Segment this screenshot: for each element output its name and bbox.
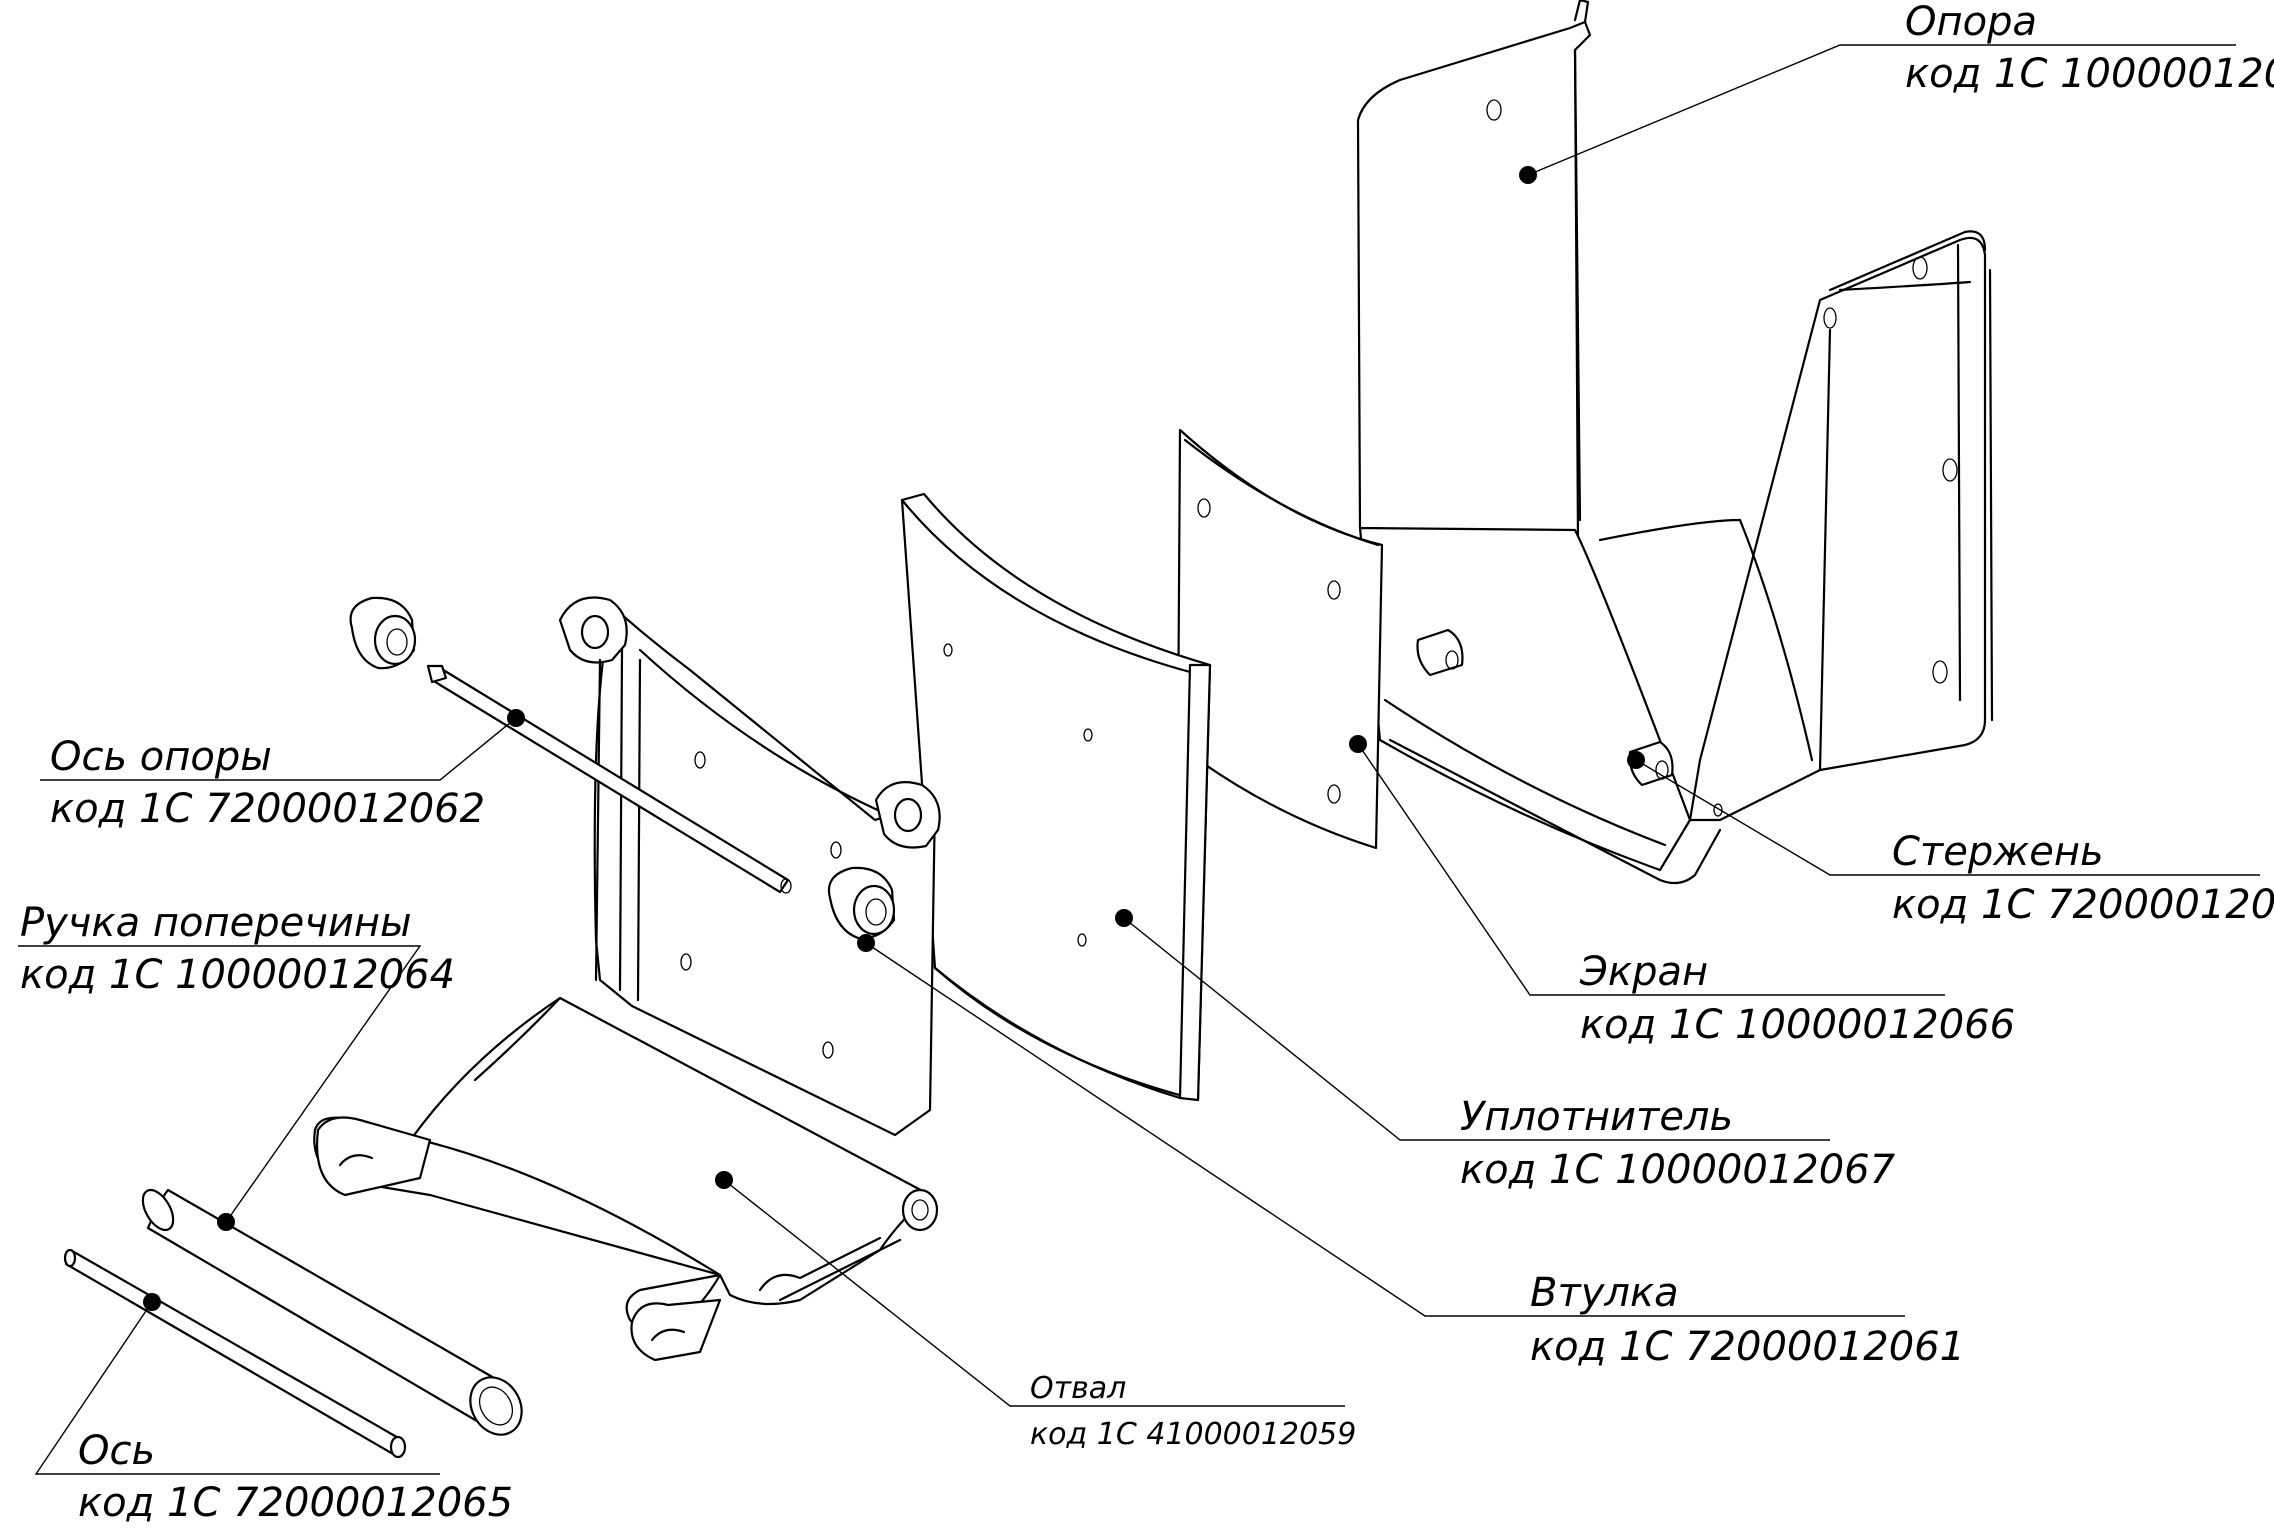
part-uplotnitel xyxy=(900,492,1212,1102)
label-os-name: Ось xyxy=(78,1428,155,1474)
label-uplotnitel-name: Уплотнитель xyxy=(1460,1094,1733,1140)
label-opora-code: код 1С 10000012060 xyxy=(1905,51,2274,97)
label-vtulka-code: код 1С 72000012061 xyxy=(1530,1324,1965,1370)
label-os-opory-code: код 1С 72000012062 xyxy=(50,786,485,832)
label-ekran: Экран код 1С 10000012066 xyxy=(1579,949,2015,1048)
label-otval-code: код 1С 41000012059 xyxy=(1030,1417,1356,1452)
label-ekran-code: код 1С 10000012066 xyxy=(1580,1002,2015,1048)
label-uplotnitel-code: код 1С 10000012067 xyxy=(1460,1147,1896,1193)
part-os xyxy=(63,1248,407,1459)
label-os-code: код 1С 72000012065 xyxy=(78,1480,513,1526)
label-sterzhen-code: код 1С 72000012063 xyxy=(1892,882,2274,928)
label-opora: Опора код 1С 10000012060 xyxy=(1905,0,2274,97)
label-otval-name: Отвал xyxy=(1030,1371,1126,1406)
label-sterzhen-name: Стержень xyxy=(1892,829,2104,875)
label-os: Ось код 1С 72000012065 xyxy=(78,1428,513,1526)
label-ruchka-code: код 1С 10000012064 xyxy=(20,952,455,998)
label-vtulka-name: Втулка xyxy=(1530,1270,1679,1316)
part-ruchka xyxy=(141,1188,523,1436)
part-ekran xyxy=(1176,428,1384,850)
label-ruchka-name: Ручка поперечины xyxy=(20,900,412,946)
label-sterzhen: Стержень код 1С 72000012063 xyxy=(1892,829,2274,928)
label-opora-name: Опора xyxy=(1905,0,2037,45)
leader-lines xyxy=(18,44,2260,1475)
label-ruchka: Ручка поперечины код 1С 10000012064 xyxy=(20,900,455,998)
label-otval: Отвал код 1С 41000012059 xyxy=(1030,1371,1356,1452)
label-os-opory-name: Ось опоры xyxy=(50,734,272,780)
label-os-opory: Ось опоры код 1С 72000012062 xyxy=(50,734,485,832)
label-vtulka: Втулка код 1С 72000012061 xyxy=(1530,1270,1965,1370)
part-vtulka xyxy=(349,596,896,952)
label-ekran-name: Экран xyxy=(1579,949,1708,995)
part-os-opory xyxy=(426,664,792,894)
label-uplotnitel: Уплотнитель код 1С 10000012067 xyxy=(1460,1094,1896,1193)
part-opora xyxy=(1356,0,1994,885)
